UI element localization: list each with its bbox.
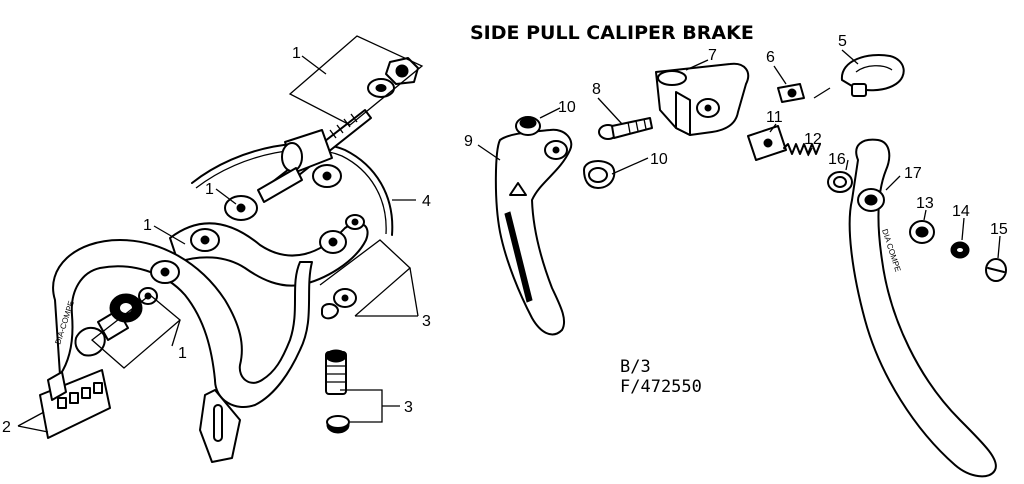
cable-adjuster	[257, 129, 342, 203]
return-spring	[783, 143, 821, 155]
callout-10-lower: 10	[650, 151, 668, 168]
callout-2: 2	[2, 419, 11, 436]
callout-1-top: 1	[292, 45, 301, 62]
callout-11: 11	[766, 109, 783, 126]
spacer-washer	[827, 171, 853, 193]
callout-3-upper: 3	[422, 313, 431, 330]
code-line-1: B/3	[620, 357, 651, 377]
handlebar-clamp	[840, 54, 905, 97]
callout-15: 15	[990, 221, 1008, 238]
callout-12: 12	[804, 131, 822, 148]
callout-8: 8	[592, 81, 601, 98]
callout-14: 14	[952, 203, 970, 220]
callout-1-mid: 1	[205, 181, 214, 198]
pivot-bushing	[909, 220, 935, 244]
mounting-bolt	[325, 349, 347, 395]
callout-17: 17	[904, 165, 922, 182]
spring-washer	[321, 288, 357, 320]
front-caliper-arm: DIA-COMPE	[52, 239, 313, 408]
lower-shoe-holder	[199, 389, 241, 463]
clamp-screw	[777, 83, 805, 103]
leaders-right	[477, 49, 1001, 259]
lever-adjuster	[747, 125, 787, 161]
callout-5: 5	[838, 33, 847, 50]
diagram-title: SIDE PULL CALIPER BRAKE	[470, 22, 754, 44]
pivot-nut-lower	[583, 160, 616, 189]
brake-lever	[494, 128, 573, 336]
lever-body	[655, 62, 750, 136]
rear-caliper-arm	[169, 214, 369, 287]
callout-1-low: 1	[178, 345, 187, 362]
callout-4: 4	[422, 193, 431, 210]
leaders-left	[17, 35, 424, 433]
callout-13: 13	[916, 195, 934, 212]
callout-6: 6	[766, 49, 775, 66]
callout-16: 16	[828, 151, 846, 168]
clamp-bolt	[598, 117, 653, 140]
brake-cable-arc	[191, 142, 394, 236]
top-nut	[385, 57, 419, 85]
callout-9: 9	[464, 133, 473, 150]
lever-nut	[950, 241, 970, 259]
mounting-nut	[326, 415, 350, 434]
callout-7: 7	[708, 47, 717, 64]
brake-shoe-holder	[39, 369, 111, 439]
callout-1-left: 1	[143, 217, 152, 234]
lever-screw	[985, 258, 1007, 282]
pivot-bolt-upper	[515, 116, 541, 136]
top-washer	[367, 78, 395, 98]
callout-10-upper: 10	[558, 99, 576, 116]
callout-3-lower: 3	[404, 399, 413, 416]
lever-blade: DIA COMPE	[848, 138, 997, 478]
code-line-2: F/472550	[620, 377, 702, 397]
